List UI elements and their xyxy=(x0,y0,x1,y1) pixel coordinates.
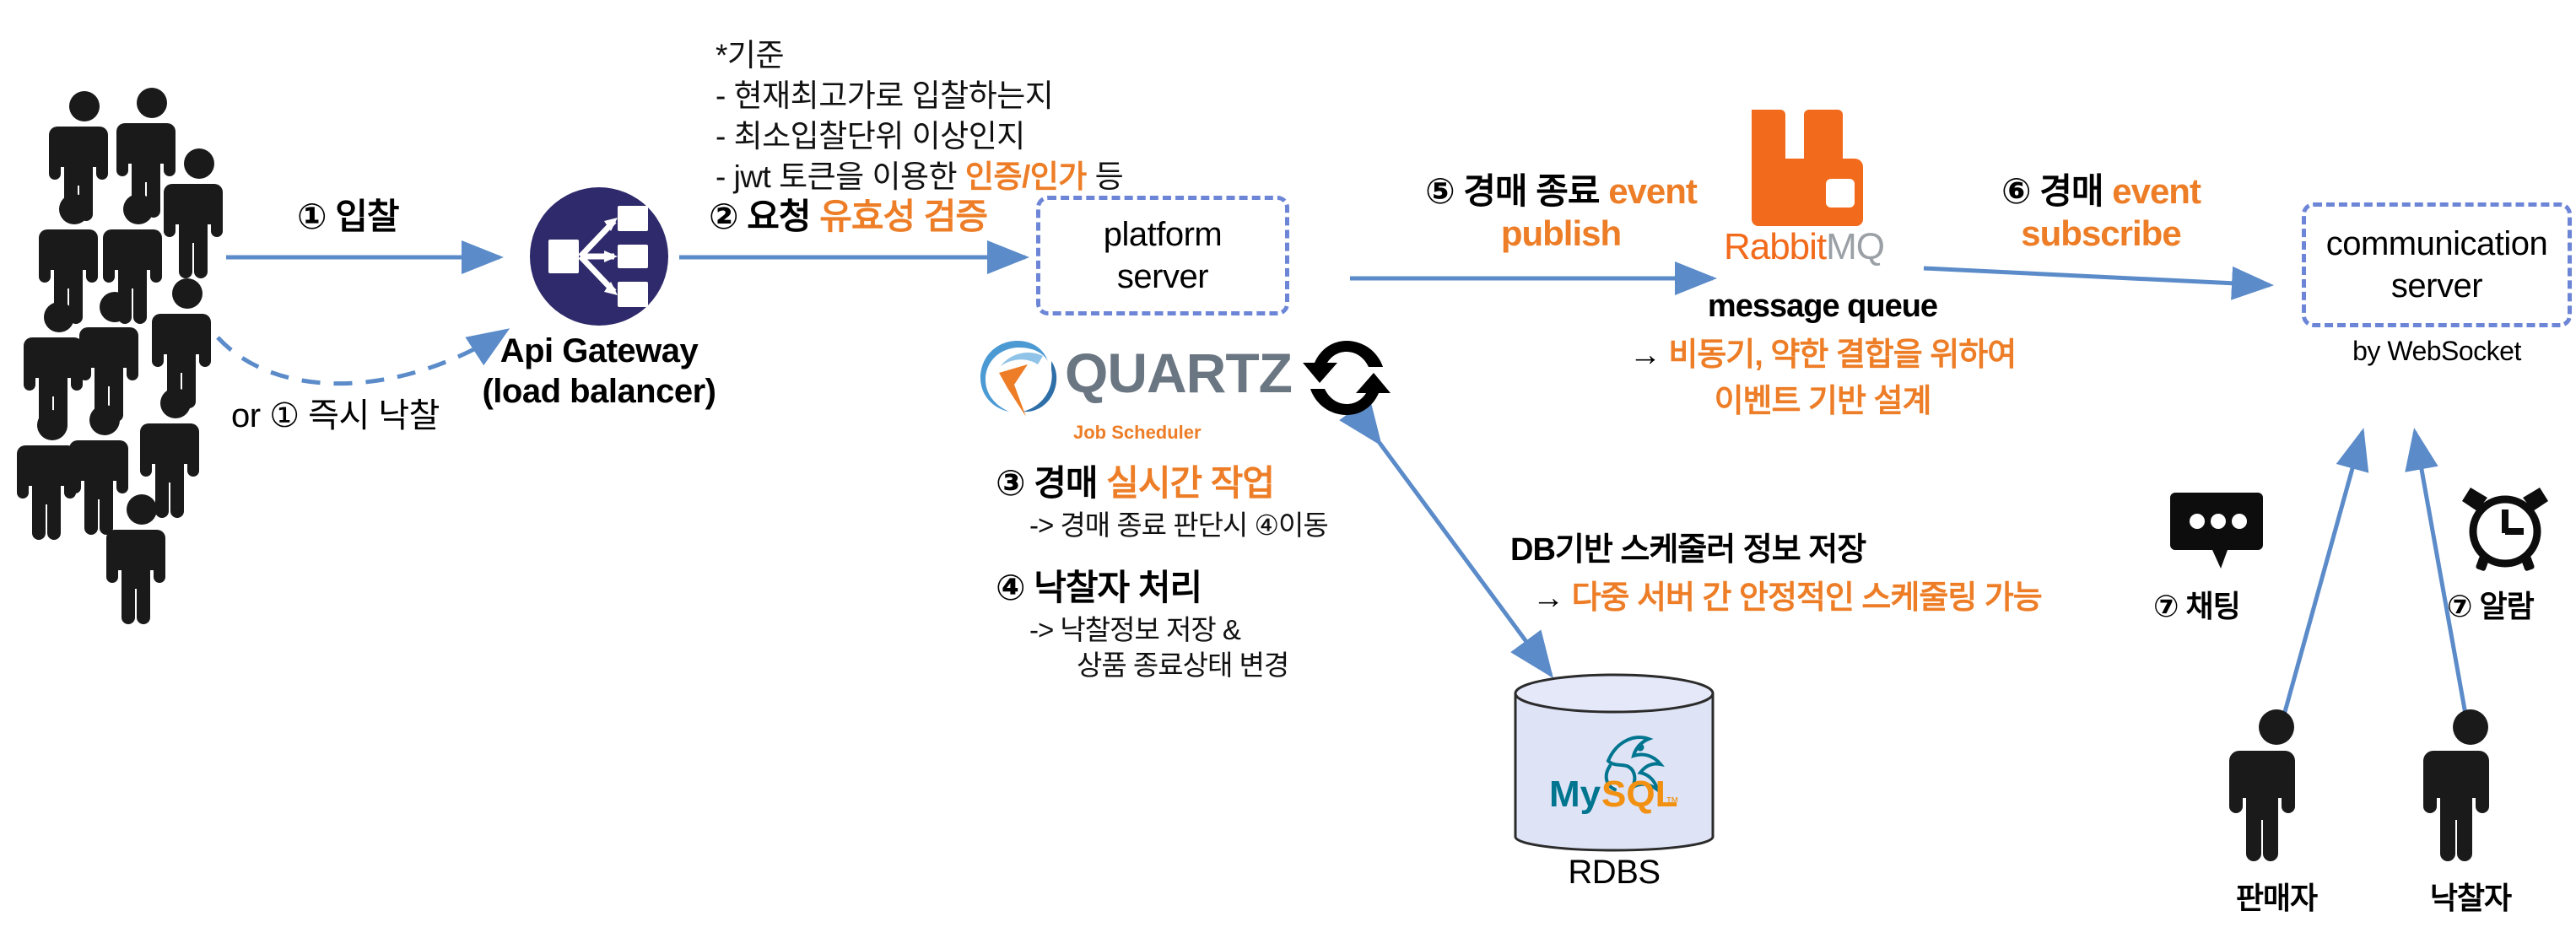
step-7-alarm-text: 알람 xyxy=(2479,589,2535,623)
criteria-line-4-suffix: 등 xyxy=(1086,159,1124,195)
criteria-line-2: - 현재최고가로 입찰하는지 xyxy=(716,78,1054,114)
db-scheduler-note: DB기반 스케줄러 정보 저장 → 다중 서버 간 안정적인 스케줄링 가능 xyxy=(1510,523,2043,617)
db-note-arrow-glyph: → xyxy=(1532,580,1572,616)
database-caption: RDBS xyxy=(1568,854,1661,891)
step-7-alarm-label: ⑦ 알람 xyxy=(2447,582,2535,626)
winner-person-icon xyxy=(2423,709,2489,861)
step-6-text-plain: 경매 xyxy=(2039,171,2113,211)
step-2-number: ② xyxy=(709,197,739,236)
step-1-alt-number: ① xyxy=(269,397,300,434)
rabbitmq-wordmark: RabbitMQ xyxy=(1720,226,1888,268)
platform-server-node[interactable]: platform server xyxy=(1036,196,1289,315)
step-2-text-highlight: 유효성 검증 xyxy=(819,197,988,236)
seller-label: 판매자 xyxy=(2235,881,2318,915)
step-6-line1: ⑥ 경매 event xyxy=(1941,170,2261,213)
step-6-number: ⑥ xyxy=(2001,171,2032,211)
criteria-line-1: *기준 xyxy=(716,38,784,73)
step-1-label: ① 입찰 xyxy=(297,196,400,238)
arrow-instant-win-dashed xyxy=(216,328,510,386)
quartz-wordmark: QUARTZ xyxy=(1065,342,1293,404)
message-queue-desc-line2: 이벤트 기반 설계 xyxy=(1714,384,1932,419)
step-3-number: ③ xyxy=(996,463,1026,503)
mysql-logo-tm: ™ xyxy=(1666,795,1679,810)
communication-server-note: by WebSocket xyxy=(2352,336,2521,366)
step-7-alarm-number: ⑦ xyxy=(2447,589,2473,623)
mysql-logo-sql: SQL xyxy=(1601,774,1677,815)
chat-bubble-icon xyxy=(2170,493,2263,569)
mysql-logo-my: My xyxy=(1549,774,1601,815)
step-4-sub-line2: 상품 종료상태 변경 xyxy=(1077,650,1289,682)
winner-label: 낙찰자 xyxy=(2429,881,2512,915)
rabbitmq-word-mq: MQ xyxy=(1826,226,1885,267)
criteria-line-4-highlight: 인증/인가 xyxy=(964,159,1087,195)
step-6-text-highlight-2: subscribe xyxy=(2021,213,2181,253)
step-3-block: ③ 경매 실시간 작업 -> 경매 종료 판단시 ④이동 xyxy=(996,462,1329,543)
platform-server-line2: server xyxy=(1116,258,1209,295)
step-1-alt-label: or ① 즉시 낙찰 xyxy=(231,388,440,437)
message-queue-description: message queue → 비동기, 약한 결합을 위하여 이벤트 기반 설… xyxy=(1401,288,2244,421)
communication-server-node[interactable]: communication server xyxy=(2302,202,2572,327)
db-note-title: DB기반 스케줄러 정보 저장 xyxy=(1510,532,1866,568)
step-6-text-highlight-1: event xyxy=(2112,171,2201,211)
criteria-line-3: - 최소입찰단위 이상인지 xyxy=(716,119,1025,154)
step-3-text-highlight: 실시간 작업 xyxy=(1106,463,1275,503)
step-5-label: ⑤ 경매 종료 event publish xyxy=(1384,170,1738,254)
step-5-line1: ⑤ 경매 종료 event xyxy=(1384,170,1738,213)
platform-server-line1: platform xyxy=(1103,216,1223,253)
step-3-text-plain: 경매 xyxy=(1034,463,1107,503)
api-gateway-label-line2: (load balancer) xyxy=(482,373,716,410)
step-4-label: ④ 낙찰자 처리 xyxy=(996,567,1288,609)
mysql-database-cylinder: My SQL ™ xyxy=(1514,673,1715,852)
rabbitmq-logo-icon xyxy=(1751,110,1863,226)
step-3-label: ③ 경매 실시간 작업 xyxy=(996,462,1328,504)
communication-server-line1: communication xyxy=(2325,225,2548,262)
bidders-crowd xyxy=(17,88,223,624)
platform-server-label: platform server xyxy=(1104,213,1223,298)
step-1-text: 입찰 xyxy=(335,197,399,236)
refresh-cycle-icon xyxy=(1303,341,1391,415)
quartz-subtitle: Job Scheduler xyxy=(1073,422,1202,443)
rabbitmq-word-rabbit: Rabbit xyxy=(1723,226,1827,267)
step-1-alt-text: 즉시 낙찰 xyxy=(308,397,440,434)
alarm-clock-icon xyxy=(2462,488,2548,571)
api-gateway-label-line1: Api Gateway xyxy=(500,332,699,369)
step-2-text-plain: 요청 xyxy=(747,197,820,236)
api-gateway-label: Api Gateway (load balancer) xyxy=(473,331,726,412)
step-4-number: ④ xyxy=(996,568,1026,607)
db-note-highlight: 다중 서버 간 안정적인 스케줄링 가능 xyxy=(1571,580,2043,616)
api-gateway-icon xyxy=(530,187,668,326)
step-5-text-plain: 경매 종료 xyxy=(1463,171,1609,211)
step-7-chat-text: 채팅 xyxy=(2185,589,2241,623)
criteria-line-4: - jwt 토큰을 이용한 인증/인가 등 xyxy=(716,157,1124,197)
communication-server-line2: server xyxy=(2390,267,2483,305)
message-queue-caption: message queue xyxy=(1707,288,1938,324)
criteria-note: *기준 - 현재최고가로 입찰하는지 - 최소입찰단위 이상인지 - jwt 토… xyxy=(716,35,1124,197)
step-1-number: ① xyxy=(297,197,327,236)
step-5-text-highlight-2: publish xyxy=(1500,213,1622,253)
step-1-alt-prefix: or xyxy=(231,397,270,434)
step-4-text-plain: 낙찰자 처리 xyxy=(1034,568,1202,607)
step-7-chat-label: ⑦ 채팅 xyxy=(2153,582,2241,626)
step-7-chat-number: ⑦ xyxy=(2153,589,2179,623)
arrow-rabbitmq-to-comm xyxy=(1923,266,2274,300)
communication-server-label: communication server xyxy=(2326,223,2548,307)
step-4-block: ④ 낙찰자 처리 -> 낙찰정보 저장 & 상품 종료상태 변경 xyxy=(996,567,1289,684)
step-3-sub: -> 경매 종료 판단시 ④이동 xyxy=(1029,509,1329,541)
step-6-label: ⑥ 경매 event subscribe xyxy=(1941,170,2261,254)
message-queue-desc-text-1: 비동기, 약한 결합을 위하여 xyxy=(1668,337,2017,373)
step-4-sub-line1: -> 낙찰정보 저장 & xyxy=(1029,613,1241,645)
desc-arrow-glyph: → xyxy=(1628,337,1669,373)
seller-person-icon xyxy=(2229,709,2295,861)
db-note-highlight-row: → 다중 서버 간 안정적인 스케줄링 가능 xyxy=(1532,571,2043,617)
step-2-label: ② 요청 유효성 검증 xyxy=(709,196,988,238)
criteria-line-4-prefix: - jwt 토큰을 이용한 xyxy=(716,159,965,195)
message-queue-desc-line1: → 비동기, 약한 결합을 위하여 xyxy=(1401,328,2244,375)
quartz-swirl-icon xyxy=(980,341,1057,417)
step-5-number: ⑤ xyxy=(1425,171,1455,211)
step-5-text-highlight-1: event xyxy=(1608,171,1698,211)
arrow-seller-to-comm xyxy=(2274,428,2369,743)
